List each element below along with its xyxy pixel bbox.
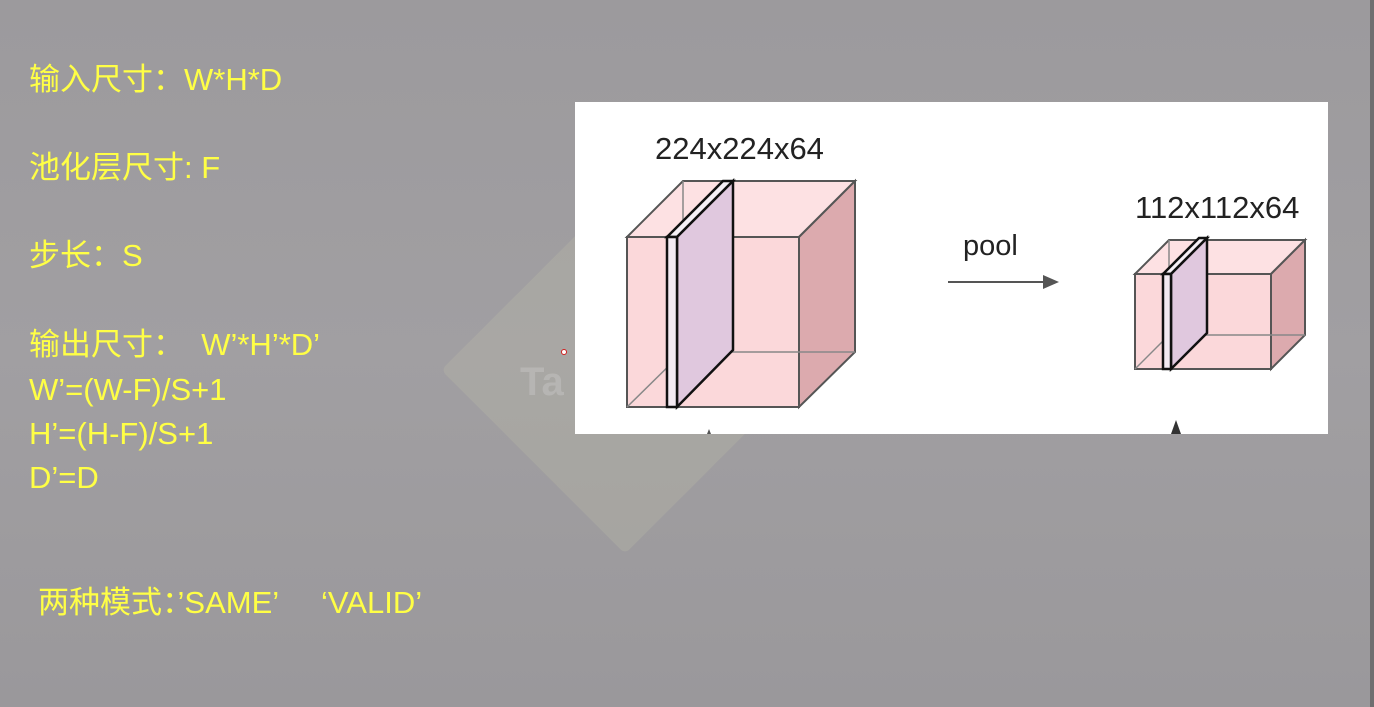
- height-formula: H’=(H-F)/S+1: [29, 416, 214, 451]
- width-formula: W’=(W-F)/S+1: [29, 372, 227, 407]
- pool-arrow: pool: [948, 230, 1059, 289]
- output-pointer-mark: [1171, 420, 1181, 434]
- pool-size-text: 池化层尺寸: F: [29, 150, 221, 185]
- depth-formula: D’=D: [29, 460, 99, 495]
- input-volume: 224x224x64: [624, 131, 858, 411]
- stride-text: 步长：S: [29, 238, 143, 273]
- output-slice-front: [1161, 272, 1173, 371]
- output-size-text: 输出尺寸： W’*H’*D’: [29, 327, 321, 362]
- pool-label: pool: [963, 230, 1018, 262]
- pool-arrow-head: [1043, 275, 1059, 289]
- output-size-label: 112x112x64: [1135, 190, 1299, 225]
- padding-modes-text: 两种模式：’SAME’ ‘VALID’: [38, 585, 423, 620]
- pooling-diagram: 224x224x64 pool 112x112x64: [575, 102, 1328, 434]
- input-size-text: 输入尺寸：W*H*D: [29, 62, 283, 97]
- output-volume: 112x112x64: [1132, 190, 1308, 373]
- input-pointer-mark: [707, 429, 711, 434]
- input-size-label: 224x224x64: [655, 131, 824, 166]
- pooling-diagram-svg: 224x224x64 pool 112x112x64: [624, 131, 1308, 434]
- input-slice-front: [665, 235, 679, 409]
- window-edge: [1370, 0, 1374, 707]
- cursor-indicator: [561, 349, 567, 355]
- watermark-text: Ta: [520, 360, 564, 404]
